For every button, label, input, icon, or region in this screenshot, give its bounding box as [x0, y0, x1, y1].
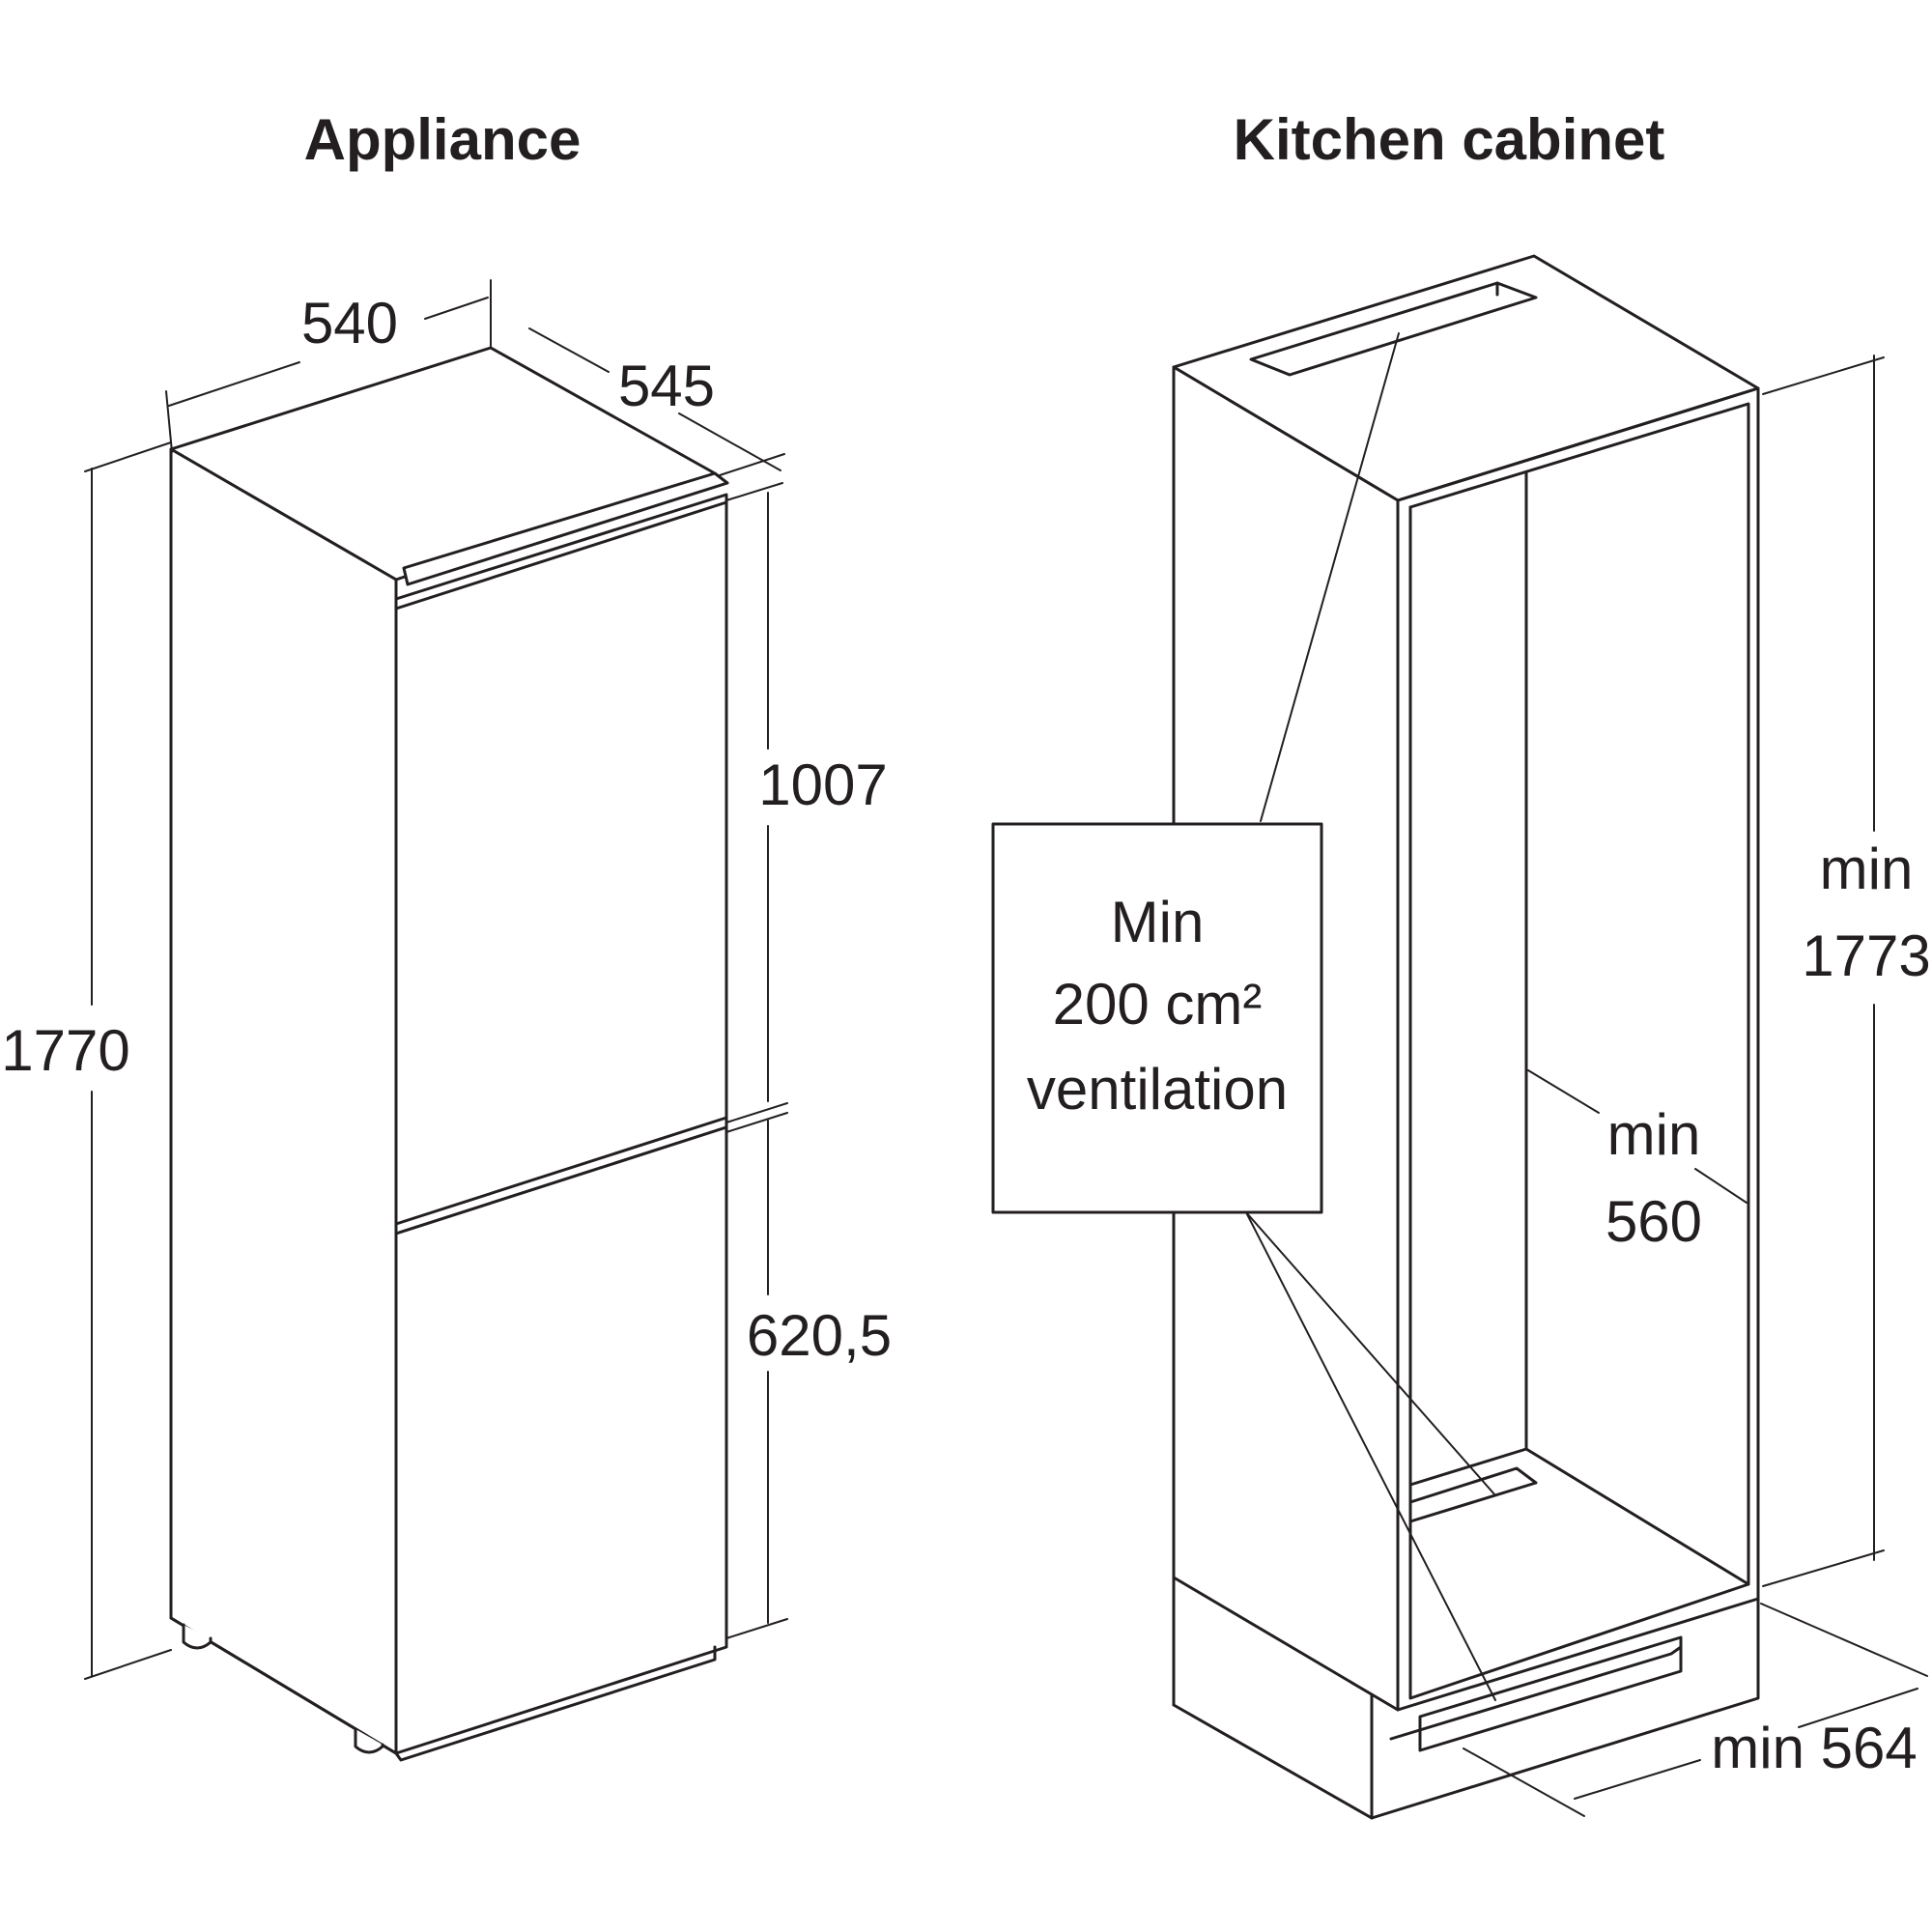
- appliance-dimension-lines: [84, 279, 788, 1680]
- appliance-depth-label: 545: [618, 354, 715, 418]
- appliance-height-label: 1770: [1, 1018, 129, 1083]
- cabinet-top-vent-slot: [1249, 281, 1538, 377]
- appliance-lower-door: [394, 1125, 728, 1755]
- ventilation-line1: Min: [1111, 890, 1205, 954]
- ventilation-box: [991, 822, 1323, 1214]
- cabinet-plinth-vent: [1418, 1635, 1683, 1752]
- ventilation-callout: Min 200 cm² ventilation: [991, 332, 1496, 1701]
- cabinet-height-label-line1: min: [1820, 837, 1914, 901]
- cabinet-inner-vent-slot: [1408, 1466, 1538, 1523]
- cabinet-dimension-lines: [1463, 355, 1928, 1817]
- appliance-door-gap: [394, 1116, 728, 1226]
- cabinet-depth-label: min 564: [1711, 1716, 1917, 1780]
- appliance-foot-left: [182, 1623, 213, 1650]
- appliance-drawing: [169, 346, 729, 1762]
- appliance-width-label: 540: [301, 291, 398, 355]
- appliance-upper-door-label: 1007: [758, 753, 887, 817]
- cabinet-title: Kitchen cabinet: [1234, 107, 1665, 172]
- cabinet-width-label-line2: 560: [1605, 1189, 1702, 1254]
- cabinet-height-label-line2: 1773: [1802, 923, 1930, 988]
- appliance-title: Appliance: [304, 107, 582, 172]
- appliance-upper-door-edge: [394, 493, 728, 601]
- appliance-foot-right: [354, 1727, 384, 1754]
- vent-leader-top: [1260, 332, 1400, 822]
- appliance-lower-door-label: 620,5: [747, 1303, 892, 1368]
- appliance-upper-door: [394, 500, 728, 1236]
- vent-leader-plinth: [1245, 1211, 1496, 1701]
- appliance-top-trim: [402, 471, 729, 586]
- ventilation-line2: 200 cm²: [1053, 972, 1263, 1037]
- ventilation-line3: ventilation: [1027, 1057, 1288, 1122]
- appliance-side-face: [169, 447, 398, 1755]
- appliance-base: [169, 1616, 717, 1762]
- vent-leader-inner: [1245, 1211, 1496, 1496]
- cabinet-width-label-line1: min: [1607, 1102, 1701, 1167]
